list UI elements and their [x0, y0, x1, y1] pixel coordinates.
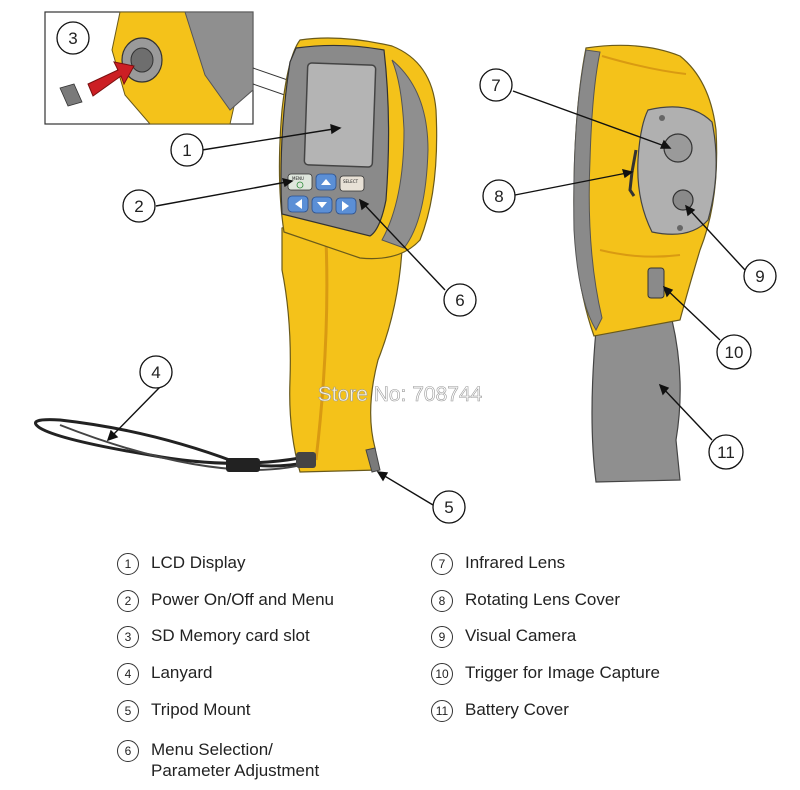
up-arrow-icon	[321, 179, 331, 185]
legend-item-2: 2 Power On/Off and Menu	[117, 589, 334, 612]
callout-10-label: 10	[725, 343, 744, 362]
legend-number: 1	[117, 553, 139, 575]
legend-item-10: 10 Trigger for Image Capture	[431, 662, 660, 685]
callout-5-label: 5	[444, 498, 453, 517]
callout-1: 1	[170, 133, 204, 167]
legend: 1 LCD Display 2 Power On/Off and Menu 3 …	[0, 540, 800, 790]
callout-8-label: 8	[494, 187, 503, 206]
left-arrow-icon	[295, 199, 302, 209]
camera-back-view	[573, 44, 718, 483]
callout-4-label: 4	[151, 363, 160, 382]
callout-7: 7	[479, 68, 513, 102]
down-arrow-icon	[317, 202, 327, 208]
leader-lines	[106, 90, 746, 506]
callout-7-label: 7	[491, 76, 500, 95]
legend-item-6: 6 Menu Selection/ Parameter Adjustment	[117, 739, 319, 781]
legend-label: Visual Camera	[465, 626, 577, 645]
battery-cover	[591, 319, 681, 483]
callout-6: 6	[443, 283, 477, 317]
legend-label: Power On/Off and Menu	[151, 590, 335, 609]
legend-label: Tripod Mount	[151, 700, 251, 719]
legend-item-7: 7 Infrared Lens	[431, 552, 565, 575]
legend-number: 11	[431, 700, 453, 722]
grip-front	[281, 222, 403, 473]
select-button[interactable]: SELECT	[339, 175, 365, 192]
right-arrow-icon	[342, 201, 349, 211]
callout-2: 2	[122, 189, 156, 223]
camera-front-view: MENU SELECT	[278, 37, 438, 473]
legend-label: Battery Cover	[465, 700, 569, 719]
menu-button[interactable]: MENU	[287, 173, 313, 191]
callout-5: 5	[432, 490, 466, 524]
legend-number: 9	[431, 626, 453, 648]
callout-8: 8	[482, 179, 516, 213]
legend-number: 5	[117, 700, 139, 722]
callout-9-label: 9	[755, 267, 764, 286]
legend-item-1: 1 LCD Display	[117, 552, 245, 575]
callout-2-label: 2	[134, 197, 143, 216]
lcd-display	[303, 62, 377, 168]
legend-number: 6	[117, 740, 139, 762]
sd-card-icon	[59, 83, 83, 107]
legend-number: 4	[117, 663, 139, 685]
trigger[interactable]	[647, 267, 665, 299]
callout-4: 4	[139, 355, 173, 389]
callout-1-label: 1	[182, 141, 191, 160]
legend-item-5: 5 Tripod Mount	[117, 699, 251, 722]
callout-10: 10	[716, 334, 752, 370]
legend-number: 10	[431, 663, 453, 685]
legend-item-11: 11 Battery Cover	[431, 699, 569, 722]
legend-label: Rotating Lens Cover	[465, 590, 620, 609]
select-button-label: SELECT	[343, 179, 359, 184]
legend-label: Infrared Lens	[465, 553, 566, 572]
legend-label: LCD Display	[151, 553, 246, 572]
lens-cover[interactable]	[628, 106, 717, 235]
thermal-camera-diagram: MENU SELECT	[34, 11, 777, 524]
sd-card-inset	[44, 11, 254, 125]
callout-3-label: 3	[68, 29, 77, 48]
callout-11-label: 11	[717, 443, 735, 462]
legend-number: 7	[431, 553, 453, 575]
legend-item-8: 8 Rotating Lens Cover	[431, 589, 620, 612]
power-icon	[296, 181, 304, 189]
watermark: Store No: 708744	[318, 383, 483, 406]
legend-number: 8	[431, 590, 453, 612]
callout-3: 3	[56, 21, 90, 55]
legend-label: Menu Selection/ Parameter Adjustment	[151, 740, 320, 780]
legend-label: Lanyard	[151, 663, 213, 682]
legend-item-4: 4 Lanyard	[117, 662, 212, 685]
legend-label: Trigger for Image Capture	[465, 663, 660, 682]
legend-item-3: 3 SD Memory card slot	[117, 625, 310, 648]
legend-number: 2	[117, 590, 139, 612]
legend-number: 3	[117, 626, 139, 648]
callout-11: 11	[708, 434, 744, 470]
callout-6-label: 6	[455, 291, 464, 310]
menu-button-label: MENU	[292, 176, 304, 181]
down-button[interactable]	[311, 196, 333, 214]
lanyard	[34, 418, 316, 472]
up-button[interactable]	[315, 173, 337, 191]
visual-camera	[672, 189, 694, 211]
left-button[interactable]	[287, 195, 309, 213]
legend-label: SD Memory card slot	[151, 626, 310, 645]
callout-9: 9	[743, 259, 777, 293]
right-button[interactable]	[335, 197, 357, 215]
insert-arrow-icon	[87, 61, 135, 97]
legend-item-9: 9 Visual Camera	[431, 625, 576, 648]
